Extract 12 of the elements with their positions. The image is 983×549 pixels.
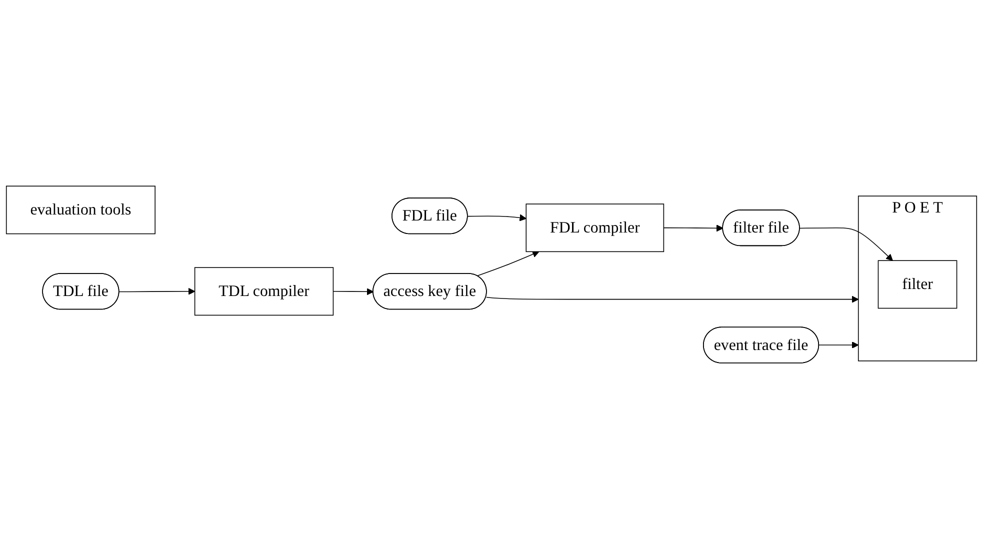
arrow [663,224,724,232]
arrow [118,288,196,295]
node-box: TDL compiler [194,267,334,316]
node-box: filter [878,260,958,309]
arrow [467,214,526,222]
arrow [486,296,859,303]
node-box: FDL compiler [526,204,664,252]
arrow [818,342,859,348]
arrow [476,250,540,276]
arrow [799,227,893,261]
node-box: evaluation tools [6,186,156,234]
arrow [332,288,374,296]
